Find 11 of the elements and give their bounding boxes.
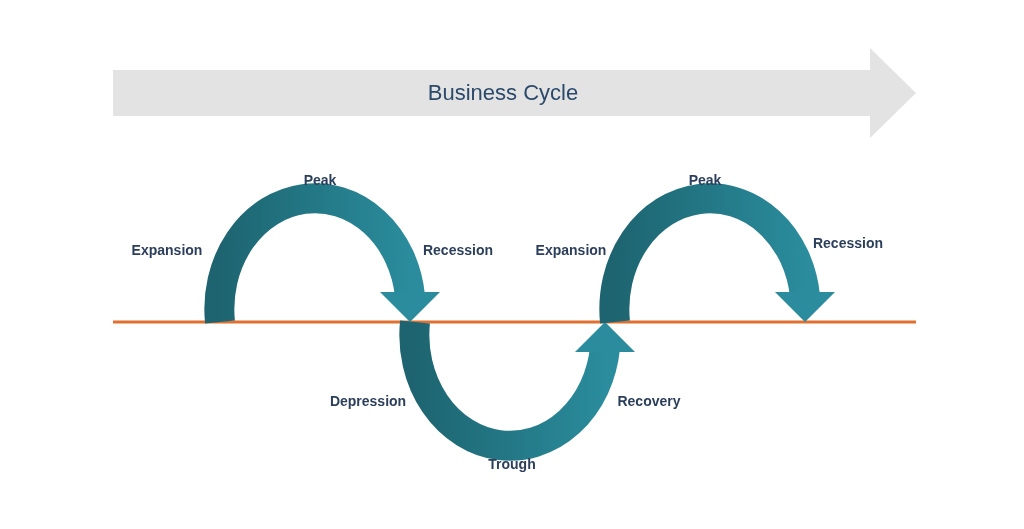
phase-label: Trough	[488, 456, 536, 472]
phase-label: Peak	[688, 172, 722, 188]
phase-label: Recovery	[617, 393, 681, 409]
phase-label: Recession	[813, 235, 883, 251]
banner-title: Business Cycle	[426, 80, 580, 106]
phase-label: Expansion	[131, 242, 203, 258]
banner-arrow	[113, 48, 916, 138]
phase-label: Peak	[303, 172, 337, 188]
phase-label: Recession	[423, 242, 493, 258]
phase-label: Depression	[329, 393, 407, 409]
phase-label: Expansion	[535, 242, 607, 258]
